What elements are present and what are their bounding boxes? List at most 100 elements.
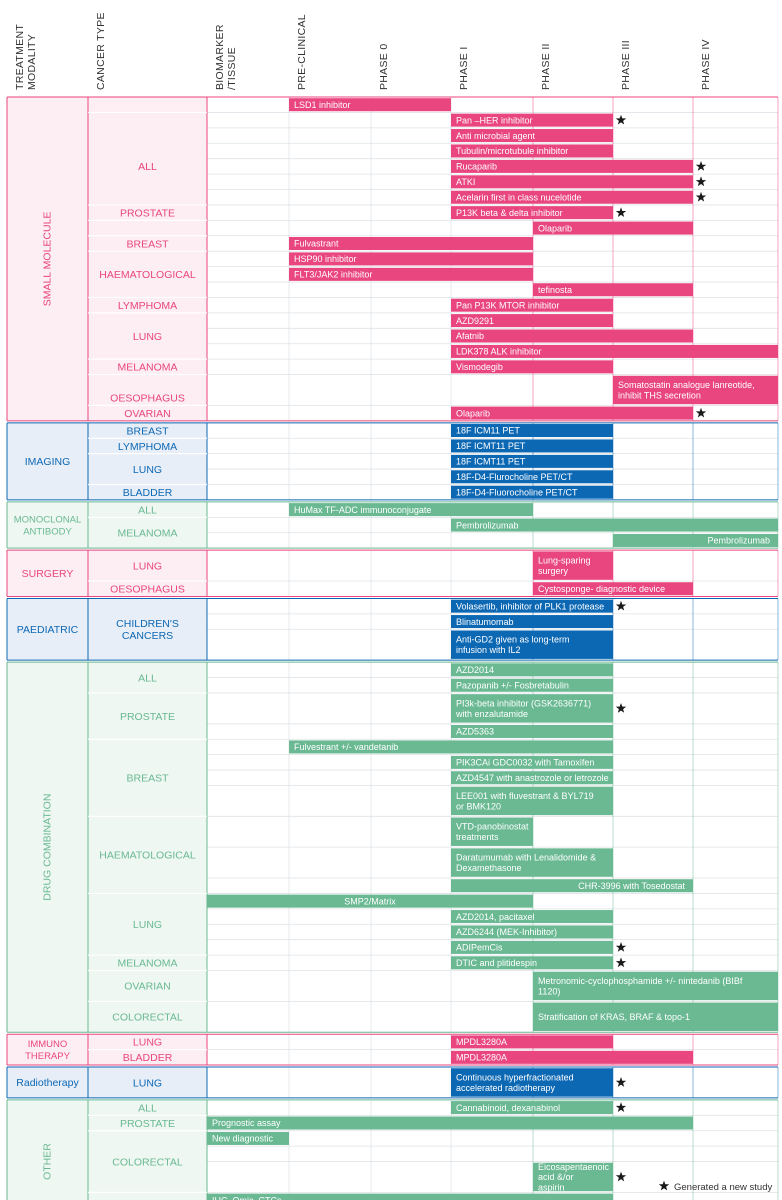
trial-bar: 18F-D4-Flurocholine PET/CT (451, 470, 613, 484)
star-icon (615, 207, 627, 218)
star-icon (615, 1077, 627, 1087)
header-3-line-1: BIOMARKER (214, 24, 226, 90)
modality-label: DRUG COMBINATION (42, 794, 54, 901)
cancer-type-label: OVARIAN (124, 981, 170, 993)
trial-bar: Olaparib (451, 406, 707, 420)
header-9-line-1: PHASE IV (700, 39, 712, 90)
trial-bar-fill (533, 1162, 613, 1192)
star-icon (695, 191, 707, 202)
cancer-type-label: LUNG (133, 1037, 162, 1049)
cancer-type-label: BREAST (126, 773, 169, 785)
trial-bar: AZD4547 with anastrozole or letrozole (451, 771, 613, 785)
modality-label: PAEDIATRIC (17, 624, 79, 636)
trial-bar-label: Anti microbial agent (456, 131, 536, 141)
trial-bar-fill (451, 159, 693, 173)
star-icon (615, 114, 627, 125)
trial-bar: Pan –HER inhibitor (451, 113, 627, 127)
trial-bar-label: LDK378 ALK inhibitor (456, 347, 542, 357)
cancer-type-label: LUNG (133, 331, 162, 343)
trial-bar-fill (451, 663, 613, 677)
cancer-type-label: LUNG (133, 464, 162, 476)
header-6-line-1: PHASE I (458, 46, 470, 90)
trial-bar: Pazopanib +/- Fosbretabulin (451, 678, 613, 692)
trial-bar-label: Stratification of KRAS, BRAF & topo-1 (538, 1012, 690, 1022)
trial-bar: LDK378 ALK inhibitor (451, 344, 778, 358)
trial-bar-label: Volasertib, inhibitor of PLK1 protease (456, 601, 604, 611)
trial-bar-label: AZD9291 (456, 316, 494, 326)
trial-bar-label: Acelarin first in class nucelotide (456, 192, 582, 202)
header-4-line-1: PRE-CLINICAL (296, 14, 308, 90)
trial-bar-fill (451, 910, 613, 924)
star-icon (615, 600, 627, 611)
trial-bar: Metronomic-cyclophosphamide +/- nintedan… (533, 971, 778, 1001)
trial-bar-fill (451, 129, 613, 143)
cancer-type-label: MELANOMA (117, 362, 177, 374)
trial-bar: IHC, Omic, CTCs (207, 1193, 613, 1200)
trial-bar-fill (451, 424, 613, 438)
trial-bar-label: FLT3/JAK2 inhibitor (294, 270, 372, 280)
cancer-type-label: LYMPHOMA (118, 300, 177, 312)
trial-bar-label: 18F ICM11 PET (456, 426, 520, 436)
header-5-line-1: PHASE 0 (378, 44, 390, 90)
trial-bar: Fulvestrant +/- vandetanib (289, 740, 613, 754)
section-label-bg (7, 1099, 207, 1200)
trial-bar-label: Rucaparib (456, 162, 497, 172)
trial-bar: HSP90 inhibitor (289, 252, 533, 266)
trial-bar-label: AZD6244 (MEK-Inhibitor) (456, 927, 557, 937)
trial-bar-fill (613, 533, 778, 547)
trial-bar-label: 18F-D4-Flurocholine PET/CT (456, 472, 573, 482)
cancer-type-label: OVARIAN (124, 408, 170, 420)
star-icon (615, 941, 627, 952)
trial-bar-fill (451, 1068, 613, 1097)
trial-bar-fill (451, 314, 613, 328)
trial-bar-fill (451, 1101, 613, 1115)
trial-bar: ADIPemCis (451, 940, 627, 954)
trial-bar: Afatnib (451, 329, 693, 343)
trial-bar-fill (451, 360, 613, 374)
trial-bar: AZD2014 (451, 663, 613, 677)
trial-bar: PI3k-beta inhibitor (GSK2636771)with enz… (451, 694, 627, 723)
trial-bar: AZD9291 (451, 314, 613, 328)
trial-bar-label: 18F ICMT11 PET (456, 441, 526, 451)
star-icon (695, 176, 707, 187)
trial-bar-fill (451, 786, 613, 816)
trial-bar-label: AZD5363 (456, 727, 494, 737)
trial-bar-fill (451, 329, 693, 343)
trial-bar: Vismodegib (451, 360, 613, 374)
trial-bar: Olaparib (533, 221, 693, 235)
trial-bar-label: PI3k-beta inhibitor (GSK2636771)with enz… (455, 698, 591, 718)
star-icon (615, 702, 627, 713)
cancer-type-label: BLADDER (123, 487, 173, 499)
trial-bar: Daratumumab with Lenalidomide &Dexametha… (451, 848, 613, 877)
trial-bar-fill (451, 1050, 693, 1064)
cancer-type-label: COLORECTAL (112, 1156, 183, 1168)
trial-bar: Pembrolizumab (613, 533, 778, 547)
cancer-type-label: BREAST (126, 238, 169, 250)
trial-bar-fill (613, 375, 778, 405)
star-icon (615, 957, 627, 968)
trial-bar-label: PIK3CAi GDC0032 with Tamoxifen (456, 758, 594, 768)
trial-bar-label: ADIPemCis (456, 943, 503, 953)
trial-bar: P13K beta & delta inhibitor (451, 206, 627, 220)
modality-label: SMALL MOLECULE (42, 212, 54, 307)
modality-label: OTHER (42, 1143, 54, 1180)
trial-bar: 18F ICMT11 PET (451, 454, 613, 468)
trial-bar: PIK3CAi GDC0032 with Tamoxifen (451, 755, 613, 769)
header-3-line-2: /TISSUE (226, 47, 238, 90)
section-6: DRUG COMBINATIONALLPROSTATEBREASTHAEMATO… (6, 661, 779, 1033)
cancer-type-label: PROSTATE (120, 711, 175, 723)
cancer-type-label: PROSTATE (120, 1118, 175, 1130)
trial-bar: 18F-D4-Fluorocholine PET/CT (451, 485, 613, 499)
trial-bar-fill (289, 236, 533, 250)
